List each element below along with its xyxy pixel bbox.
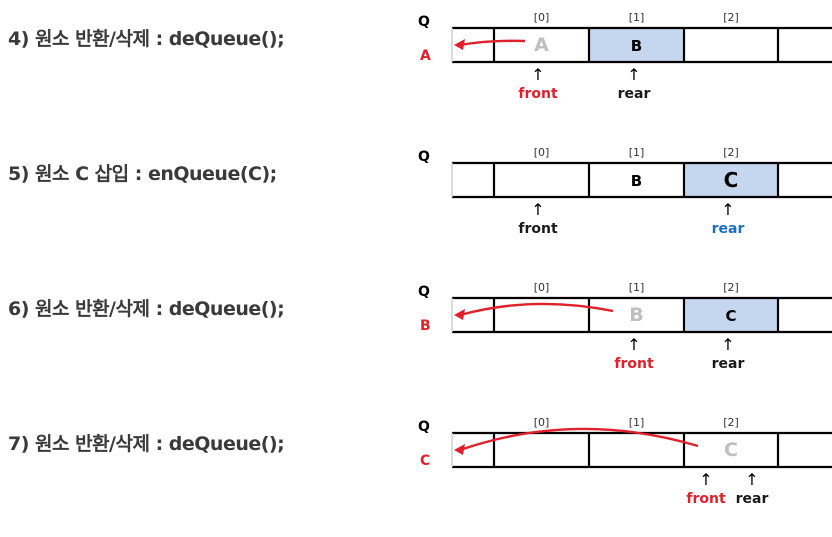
dequeued-value: C: [420, 453, 430, 469]
pointer-label-front: front: [518, 86, 558, 102]
queue-step: 6) 원소 반환/삭제 : deQueue(); Q [0] [1] [2] B C B ↑ fr…: [0, 270, 832, 400]
dequeue-arrowhead: [454, 444, 465, 455]
queue-step: 4) 원소 반환/삭제 : deQueue(); Q [0] [1] [2] A B A ↑ fr…: [0, 0, 832, 130]
pointer-arrow-icon: ↑: [627, 65, 640, 84]
cell-highlight: [589, 28, 684, 62]
pointer-label-front: front: [614, 356, 654, 372]
dequeued-value: A: [420, 48, 431, 64]
cell-index-label: [2]: [723, 281, 739, 294]
pointer-arrow-icon: ↑: [745, 470, 758, 489]
pointer-label-front: front: [686, 491, 726, 507]
dequeued-value: B: [420, 318, 431, 334]
pointer-arrow-icon: ↑: [721, 335, 734, 354]
cell-index-label: [2]: [723, 146, 739, 159]
dequeue-arrow-curve: [459, 302, 614, 317]
cell-value: B: [631, 37, 642, 55]
queue-step: 7) 원소 반환/삭제 : deQueue(); Q [0] [1] [2] C C ↑ fro…: [0, 405, 832, 535]
step-title: 6) 원소 반환/삭제 : deQueue();: [8, 298, 285, 320]
dequeue-arrowhead: [454, 39, 465, 50]
dequeue-arrow-curve: [459, 39, 526, 47]
queue-label: Q: [418, 419, 430, 435]
queue-label: Q: [418, 149, 430, 165]
queue-label: Q: [418, 284, 430, 300]
cell-index-label: [0]: [534, 146, 550, 159]
queue-label: Q: [418, 14, 430, 30]
dequeue-arrowhead: [454, 309, 465, 320]
cell-value: B: [631, 172, 642, 190]
cell-index-label: [1]: [629, 146, 645, 159]
pointer-arrow-icon: ↑: [699, 470, 712, 489]
pointer-arrow-icon: ↑: [531, 65, 544, 84]
queue-diagram: Q [0] [1] [2] C C ↑ front ↑ rear: [418, 416, 832, 507]
cell-index-label: [0]: [534, 416, 550, 429]
cell-index-label: [1]: [629, 281, 645, 294]
queue-diagram: Q [0] [1] [2] B C B ↑ front ↑ rear: [418, 281, 832, 372]
step-title: 4) 원소 반환/삭제 : deQueue();: [8, 28, 285, 50]
queue-diagram: Q [0] [1] [2] B C ↑ front ↑ rear: [418, 146, 832, 237]
cell-value: C: [724, 439, 738, 461]
cell-index-label: [1]: [629, 416, 645, 429]
dequeue-arrow-curve: [459, 427, 699, 452]
cell-index-label: [0]: [534, 281, 550, 294]
cell-index-label: [2]: [723, 11, 739, 24]
cell-index-label: [1]: [629, 11, 645, 24]
pointer-arrow-icon: ↑: [627, 335, 640, 354]
pointer-arrow-icon: ↑: [531, 200, 544, 219]
cell-value: C: [725, 307, 736, 325]
queue-diagram: Q [0] [1] [2] A B A ↑ front ↑ rear: [418, 11, 832, 102]
step-title: 7) 원소 반환/삭제 : deQueue();: [8, 433, 285, 455]
cell-value: B: [629, 304, 643, 326]
step-title: 5) 원소 C 삽입 : enQueue(C);: [8, 163, 277, 185]
cell-value: C: [724, 168, 739, 192]
pointer-label-front: front: [518, 221, 558, 237]
cell-highlight: [684, 163, 778, 197]
pointer-label-rear: rear: [736, 491, 769, 507]
pointer-label-rear: rear: [618, 86, 651, 102]
cell-highlight: [684, 298, 778, 332]
cell-index-label: [0]: [534, 11, 550, 24]
pointer-arrow-icon: ↑: [721, 200, 734, 219]
pointer-label-rear: rear: [712, 356, 745, 372]
queue-step: 5) 원소 C 삽입 : enQueue(C); Q [0] [1] [2] B C ↑ fro…: [0, 135, 832, 265]
pointer-label-rear: rear: [712, 221, 745, 237]
cell-index-label: [2]: [723, 416, 739, 429]
cell-value: A: [534, 34, 549, 56]
